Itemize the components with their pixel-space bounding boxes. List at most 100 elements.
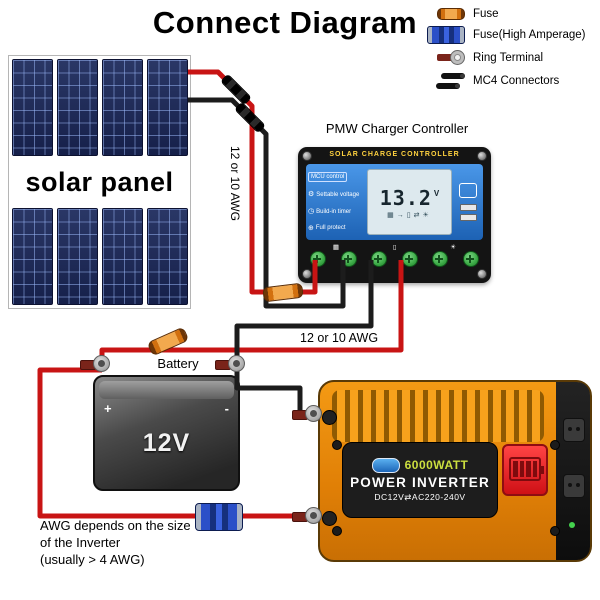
charge-controller: SOLAR CHARGE CONTROLLER MCU control ⚙ Se… (298, 147, 491, 283)
inverter-name: POWER INVERTER (350, 474, 490, 490)
fuse-icon (146, 326, 190, 357)
screw-terminal (310, 251, 326, 267)
power-led (569, 522, 575, 528)
legend-item-mc4-connectors: MC4 Connectors (425, 71, 598, 91)
usb-port (459, 214, 477, 221)
fuse-high-amperage-icon (427, 26, 465, 44)
mc4-connector-icon (220, 73, 252, 106)
brand-logo (371, 457, 400, 473)
swap-icon: ⇄ (413, 211, 423, 219)
legend-label: Fuse (473, 8, 499, 20)
power-inverter: 6000WATT POWER INVERTER DC12V⇄AC220-240V (318, 380, 592, 562)
inverter-io-spec: DC12V⇄AC220-240V (374, 491, 466, 502)
legend-item-fuse-high-amperage: Fuse(High Amperage) (425, 26, 598, 44)
lcd-display: 13.2 V ▦→▯⇄☀ (367, 169, 452, 235)
solar-panel-label: solar panel (25, 166, 174, 197)
solar-module (57, 208, 98, 305)
gear-icon: ⚙ (308, 191, 315, 199)
page-title: Connect Diagram (152, 5, 418, 40)
awg-note: AWG depends on the size of the Inverter … (40, 517, 191, 568)
ring-terminal-icon (80, 355, 110, 373)
feature-mcu: MCU control (308, 171, 364, 183)
screw-terminal (401, 251, 418, 267)
legend-item-fuse: Fuse (425, 8, 598, 20)
load-icon: ☀ (450, 244, 457, 251)
panel-icon: ▦ (332, 244, 340, 251)
battery-icon: ▯ (406, 211, 414, 219)
lcd-status-icons: ▦→▯⇄☀ (387, 211, 432, 219)
feature-label: Settable voltage (316, 191, 360, 198)
sun-icon: ☀ (422, 211, 432, 219)
battery-level-display (502, 444, 548, 496)
battery-wire-gauge-label: 12 or 10 AWG (300, 331, 379, 345)
battery-voltage-label: 12V (142, 429, 191, 457)
timer-icon: ◷ (308, 207, 315, 215)
mc4-connector-icon (234, 101, 266, 134)
screw-terminal (462, 251, 479, 267)
outlet-panel (556, 382, 590, 560)
screw-terminal (432, 251, 449, 267)
battery-plus-terminal-label: + (104, 401, 112, 416)
ring-terminal-icon (292, 507, 322, 525)
screw-terminal (371, 251, 388, 267)
feature-label: Build-in timer (316, 208, 352, 215)
cooling-fins (332, 390, 544, 442)
dc-input-terminal (322, 410, 337, 425)
screw-icon (332, 526, 342, 536)
terminal-icons: ▦ ▯ ☀ (306, 243, 483, 251)
wattage-label: 6000WATT (404, 458, 469, 472)
ac-outlet (563, 418, 585, 442)
pv-positive-wire (188, 69, 318, 295)
awg-note-line: of the Inverter (40, 535, 121, 551)
screw-terminal (340, 251, 357, 267)
battery-icon: ▯ (392, 244, 397, 251)
voltage-readout: 13.2 (379, 185, 432, 210)
solar-module (147, 59, 188, 156)
feature-voltage: ⚙ Settable voltage (308, 191, 364, 199)
dc-input-terminal (322, 511, 337, 526)
solar-module (147, 208, 188, 305)
controller-title: SOLAR CHARGE CONTROLLER (329, 151, 460, 158)
screw-icon (302, 269, 312, 279)
screw-icon (550, 440, 560, 450)
solar-module (102, 59, 143, 156)
mc4-connectors-icon (436, 71, 465, 91)
fuse-high-amperage-icon (195, 503, 243, 531)
solar-module (12, 59, 53, 156)
ac-outlet (563, 474, 585, 498)
legend-item-ring-terminal: Ring Terminal (425, 50, 598, 65)
battery-top-face (99, 381, 234, 399)
ring-terminal-icon (437, 50, 465, 65)
screw-icon (477, 269, 487, 279)
solar-panel: solar panel (8, 55, 191, 309)
feature-label: Full protect (315, 225, 346, 232)
feature-timer: ◷ Build-in timer (308, 208, 364, 216)
battery: + - 12V (93, 375, 240, 491)
feature-label: MCU control (308, 171, 348, 183)
awg-note-line: AWG depends on the size (40, 518, 191, 533)
usb-section (455, 167, 481, 237)
screw-icon (550, 526, 560, 536)
legend-label: Ring Terminal (473, 51, 544, 64)
legend-label: Fuse(High Amperage) (473, 29, 586, 41)
awg-note-line: (usually > 4 AWG) (40, 552, 145, 568)
usb-port (459, 204, 477, 211)
usb-icon (459, 183, 477, 198)
fuse-icon (437, 8, 465, 20)
legend: Fuse Fuse(High Amperage) Ring Terminal M… (425, 8, 598, 97)
controller-caption: PMW Charger Controller (325, 121, 469, 136)
battery-minus-terminal-label: - (224, 401, 229, 416)
terminal-block (306, 251, 483, 267)
arrow-icon: → (396, 211, 407, 219)
solar-module (57, 59, 98, 156)
feature-list: MCU control ⚙ Settable voltage ◷ Build-i… (308, 167, 364, 237)
battery-gauge-icon (509, 457, 544, 481)
inverter-label-panel: 6000WATT POWER INVERTER DC12V⇄AC220-240V (342, 442, 498, 518)
feature-protect: ⊕ Full protect (308, 225, 364, 233)
panel-icon: ▦ (387, 211, 397, 219)
ring-terminal-icon (292, 405, 322, 423)
voltage-unit: V (433, 188, 440, 198)
solar-module (12, 208, 53, 305)
solar-module (102, 208, 143, 305)
